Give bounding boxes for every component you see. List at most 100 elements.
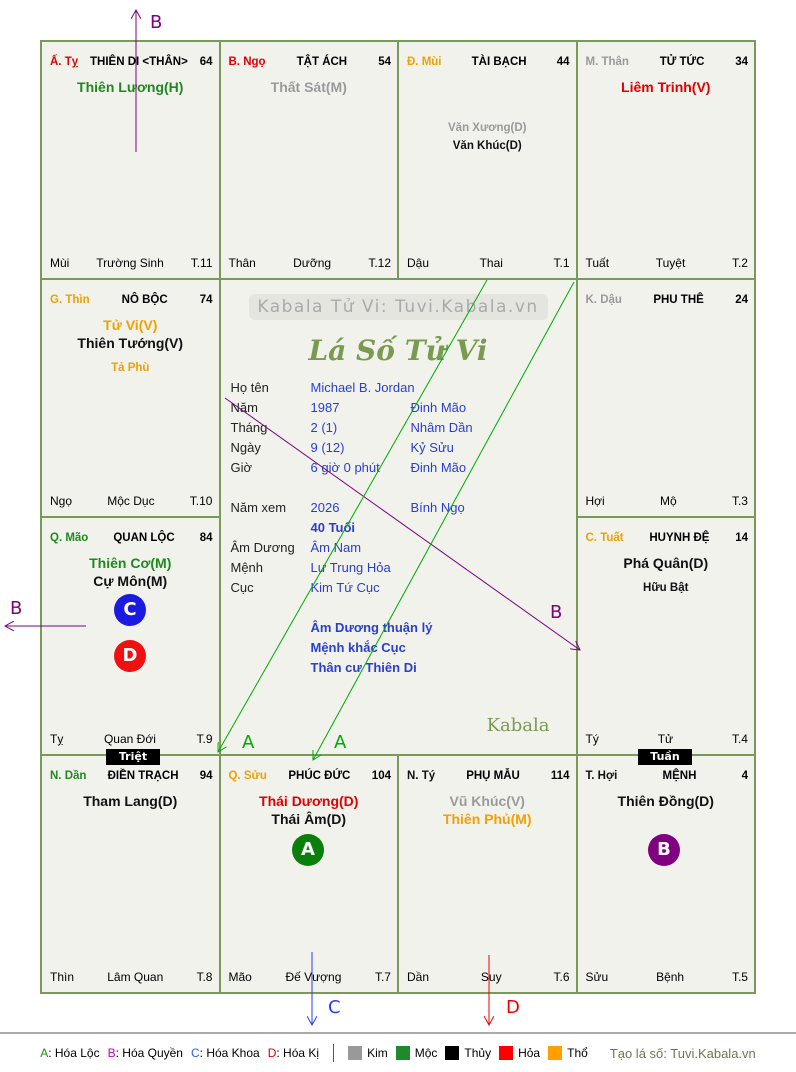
- palace-left: B. Ngọ: [229, 56, 266, 68]
- palace-left: N. Dần: [50, 770, 86, 782]
- palace-stars: Thái Dương(D)Thái Âm(D): [221, 792, 398, 828]
- main-star: Thiên Tướng(V): [77, 335, 184, 351]
- palace-branch: Mão: [228, 970, 252, 984]
- info-value: 2026: [310, 500, 340, 515]
- palace-can-chi: K. Dậu: [585, 294, 622, 306]
- palace-stars: Thiên Lương(H): [42, 78, 219, 96]
- palace-month: T.1: [553, 256, 570, 270]
- info-can-chi: Đinh Mão: [410, 400, 467, 415]
- palace-age: 114: [550, 770, 570, 782]
- info-value: Lư Trung Hỏa: [310, 560, 391, 575]
- palace-stars: Tham Lang(D): [42, 792, 219, 810]
- element-item: Hỏa: [499, 1046, 540, 1061]
- element-label: Thổ: [567, 1045, 588, 1060]
- palace-name: PHÚC ĐỨC: [288, 770, 351, 782]
- palace-left: Q. Sửu: [229, 770, 267, 782]
- spacer: [231, 618, 311, 638]
- info-value: Âm Nam: [310, 540, 362, 555]
- palace-month: T.2: [731, 256, 748, 270]
- legend-item: D: Hóa Kị: [268, 1046, 319, 1060]
- legend-text: : Hóa Quyền: [115, 1046, 183, 1060]
- palace-name: TỬ TỨC: [659, 56, 705, 68]
- palace-stage: Trường Sinh: [96, 256, 164, 270]
- info-row: Mệnh Lư Trung Hỏa: [231, 558, 473, 578]
- arrow-label-d: D: [506, 997, 520, 1018]
- hoa-ki-marker: D: [114, 640, 146, 672]
- info-value: Michael B. Jordan: [310, 380, 415, 395]
- legend-key: D: [267, 1046, 277, 1060]
- palace-age: 54: [378, 56, 391, 68]
- palace-left: N. Tý: [407, 770, 435, 782]
- palace-branch: Sửu: [585, 970, 609, 984]
- legend-text: : Hóa Kị: [276, 1046, 320, 1060]
- palace-month: T.7: [374, 970, 391, 984]
- element-label: Mộc: [414, 1045, 438, 1060]
- palace-left: Đ. Mùi: [407, 56, 442, 68]
- main-star: Thiên Phủ(M): [442, 811, 532, 827]
- info-label: Tháng: [230, 420, 268, 435]
- main-star: Thất Sát(M): [270, 79, 347, 95]
- main-star: Liêm Trinh(V): [621, 79, 711, 95]
- palace-stage: Quan Đới: [103, 732, 156, 746]
- main-star: Tử Vi(V): [103, 317, 158, 333]
- info-label: Năm xem: [230, 500, 287, 515]
- tuan-tag: Tuần: [638, 749, 692, 765]
- note-row: Mệnh khắc Cục: [231, 638, 473, 658]
- palace-month: T.4: [731, 732, 748, 746]
- watermark: Kabala Tử Vi: Tuvi.Kabala.vn: [248, 294, 548, 320]
- legend-text: : Hóa Lộc: [48, 1046, 100, 1060]
- main-star: Thiên Đồng(D): [617, 793, 714, 809]
- palace-stars: Thiên Đồng(D): [578, 792, 755, 810]
- palace-name: HUYNH ĐỆ: [649, 532, 710, 544]
- info-value: Kim Tứ Cục: [310, 580, 380, 595]
- element-item: Kim: [348, 1046, 388, 1061]
- credit-link[interactable]: Tạo lá số: Tuvi.Kabala.vn: [609, 1045, 756, 1061]
- palace-stage: Suy: [480, 970, 502, 984]
- element-label: Kim: [367, 1045, 388, 1060]
- palace-age: 84: [199, 532, 213, 544]
- palace-stage: Mộc Dục: [107, 494, 155, 508]
- legend-text: : Hóa Khoa: [199, 1046, 260, 1060]
- palace-stars: Thiên Cơ(M)Cự Môn(M): [42, 554, 219, 590]
- info-label: Cục: [230, 580, 254, 595]
- palace-age: 14: [735, 532, 748, 544]
- palace-stars: Tử Vi(V)Thiên Tướng(V)Tả Phù: [42, 316, 219, 374]
- palace-age: 64: [199, 56, 213, 68]
- palace-month: T.3: [731, 494, 748, 508]
- palace-name: MỆNH: [662, 770, 697, 782]
- palace-name: TÀI BẠCH: [471, 56, 527, 68]
- arrow-label-a: A: [334, 732, 347, 753]
- palace-month: T.10: [189, 494, 213, 508]
- palace-month: T.8: [196, 970, 213, 984]
- info-label: Mệnh: [230, 560, 264, 575]
- palace-can-chi: N. Dần: [50, 770, 87, 782]
- element-swatch: [499, 1046, 514, 1061]
- minor-star: Văn Khúc(D): [452, 140, 522, 152]
- palace-age: 94: [199, 770, 213, 782]
- palace-branch: Tuất: [585, 256, 610, 270]
- palace-stars: Thất Sát(M): [221, 78, 398, 96]
- info-value: 40 Tuổi: [310, 520, 356, 535]
- palace-age: 4: [741, 770, 748, 782]
- palace-left: T. Hợi: [586, 770, 618, 782]
- palace-branch: Thìn: [50, 970, 75, 984]
- info-value: 1987: [310, 400, 340, 415]
- palace-name: QUAN LỘC: [113, 532, 175, 544]
- element-item: Thổ: [548, 1046, 588, 1061]
- hoa-khoa-marker: C: [114, 594, 146, 626]
- palace-can-chi: Ấ. Tỵ: [50, 56, 79, 68]
- element-label: Hỏa: [518, 1045, 541, 1060]
